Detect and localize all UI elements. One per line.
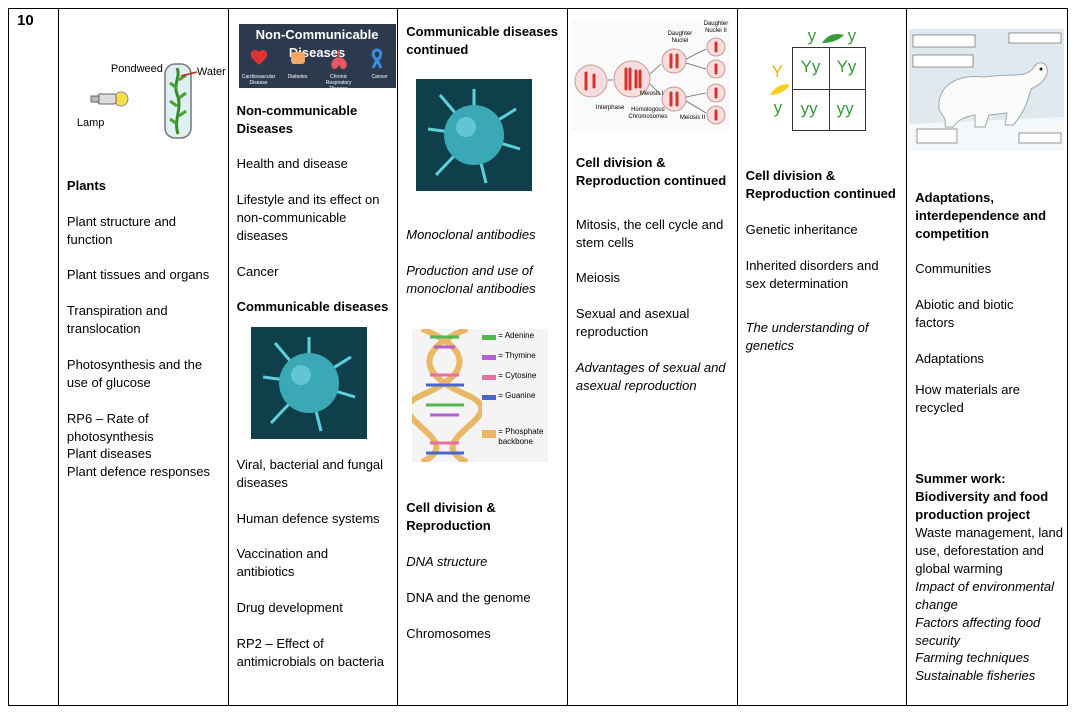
photosynthesis-apparatus-image: Pondweed Water Lamp [73, 54, 226, 144]
genetics-topic: Inherited disorders and sex determinatio… [745, 258, 879, 291]
adaptations-topic: How materials are recycled [915, 382, 1021, 415]
meiosis-label: Daughter Nuclei [667, 31, 693, 44]
cell-division-topic: DNA and the genome [406, 590, 531, 605]
plants-topic: RP6 – Rate of photosynthesis [66, 411, 154, 444]
cell-division-continued-topic: Mitosis, the cell cycle and stem cells [575, 217, 724, 250]
pondweed-label: Pondweed [110, 63, 163, 75]
adenine-swatch [482, 335, 497, 340]
plants-topic: Photosynthesis and the use of glucose [66, 357, 203, 390]
ncd-topic: Cancer [236, 264, 279, 279]
summer-work-topic: Sustainable fisheries [915, 668, 1036, 683]
plants-heading: Plants [66, 178, 106, 193]
polar-bear-image [909, 29, 1065, 151]
thymine-swatch [482, 355, 497, 360]
cell-division-topic: DNA structure [406, 554, 488, 569]
genetics-heading: Cell division & Reproduction continued [745, 168, 896, 201]
cell-division-topic: Chromosomes [406, 626, 491, 641]
ncd-label: Cancer [371, 74, 388, 80]
punnett-allele: y [847, 26, 857, 45]
ncd-label: Diabetes [287, 74, 308, 80]
dna-legend-label: = Guanine [498, 391, 536, 400]
ncd-topic: Health and disease [236, 156, 348, 171]
guanine-swatch [482, 395, 497, 400]
cell-division-continued-column: Interphase Meiosis I Homologous Chromoso… [568, 9, 738, 705]
ncd-banner-image: Non-Communicable Diseases Cardiovascular… [238, 24, 396, 88]
cytosine-swatch [482, 375, 497, 380]
adaptations-topic: Abiotic and biotic factors [915, 297, 1014, 330]
meiosis-label: Meiosis II [679, 115, 706, 121]
year-column: 10 [9, 9, 59, 705]
plants-topic: Plant defence responses [66, 464, 211, 479]
cell-division-heading: Cell division & Reproduction [406, 500, 496, 533]
virus-image [250, 327, 367, 439]
cd-heading: Communicable diseases [236, 299, 389, 314]
punnett-cell: yy [836, 99, 854, 118]
virus-image [416, 79, 533, 191]
punnett-cell: Yy [836, 57, 857, 76]
summer-work-heading: Summer work: Biodiversity and food produ… [915, 471, 1049, 522]
adaptations-topic: Adaptations [915, 351, 984, 366]
summer-work-topic: Farming techniques [915, 650, 1030, 665]
dna-legend-label: = Thymine [498, 351, 536, 360]
cd-topic: Viral, bacterial and fungal diseases [236, 457, 384, 490]
punnett-grid: Yy Yy yy yy [791, 47, 866, 131]
genetics-column: y y Y y Yy Yy yy yy Cell division & Repr… [738, 9, 908, 705]
cd-topic: RP2 – Effect of antimicrobials on bacter… [236, 636, 384, 669]
dna-diagram-image: = Adenine = Thymine = Cytosine = Guanine… [412, 329, 549, 462]
plants-topic: Plant structure and function [66, 214, 177, 247]
adaptations-topic: Communities [915, 261, 992, 276]
year-number: 10 [17, 12, 34, 29]
ncd-topic: Lifestyle and its effect on non-communic… [236, 192, 380, 243]
dna-legend-label: = Adenine [498, 331, 535, 340]
meiosis-label: Homologous Chromosomes [628, 107, 668, 120]
cd-continued-topic: Production and use of monoclonal antibod… [406, 263, 536, 296]
diseases-column: Non-Communicable Diseases Cardiovascular… [229, 9, 399, 705]
summer-work-text: Waste management, land use, deforestatio… [915, 525, 1063, 576]
cell-division-continued-heading: Cell division & Reproduction continued [575, 155, 727, 188]
summer-work-topic: Factors affecting food security [915, 615, 1041, 648]
plants-topic: Plant diseases [66, 446, 152, 461]
cd-continued-heading: Communicable diseases continued [406, 24, 558, 57]
adaptations-column: Adaptations, interdependence and competi… [907, 9, 1067, 705]
summer-work-topic: Impact of environmental change [915, 579, 1054, 612]
plants-topic: Plant tissues and organs [66, 267, 210, 282]
punnett-square-image: y y Y y Yy Yy yy yy [768, 27, 908, 135]
punnett-cell: yy [800, 99, 818, 118]
meiosis-label: Interphase [595, 105, 625, 111]
cell-division-continued-topic: Sexual and asexual reproduction [575, 306, 690, 339]
punnett-allele: y [773, 98, 783, 117]
cd-topic: Drug development [236, 600, 343, 615]
backbone-swatch [482, 430, 497, 438]
lamp-label: Lamp [76, 117, 105, 129]
punnett-allele: Y [771, 62, 783, 81]
meiosis-label: Meiosis I [639, 91, 664, 97]
curriculum-table: 10 Pondweed Water Lamp Plants Plant stru… [8, 8, 1068, 706]
water-label: Water [196, 66, 226, 78]
plants-column: Pondweed Water Lamp Plants Plant structu… [59, 9, 229, 705]
meiosis-label: Daughter Nuclei II [703, 21, 729, 34]
adaptations-heading: Adaptations, interdependence and competi… [915, 190, 1047, 241]
ncd-label: Chronic Respiratory Disease [325, 74, 352, 88]
meiosis-diagram-image: Interphase Meiosis I Homologous Chromoso… [571, 19, 730, 131]
ncd-label: Cardiovascular Disease [241, 74, 276, 86]
cell-division-continued-topic: Meiosis [575, 270, 620, 285]
cd-topic: Human defence systems [236, 511, 380, 526]
dna-legend-label: = Cytosine [498, 371, 537, 380]
punnett-allele: y [807, 26, 817, 45]
cd-continued-column: Communicable diseases continued Monoclon… [398, 9, 568, 705]
ncd-heading: Non-communicable Diseases [236, 103, 358, 136]
punnett-cell: Yy [800, 57, 821, 76]
cell-division-continued-topic: Advantages of sexual and asexual reprodu… [575, 360, 726, 393]
cd-topic: Vaccination and antibiotics [236, 546, 329, 579]
plants-topic: Transpiration and translocation [66, 303, 168, 336]
genetics-topic: Genetic inheritance [745, 222, 858, 237]
cd-continued-topic: Monoclonal antibodies [406, 227, 536, 242]
dna-legend-label: = Phosphate backbone [498, 427, 544, 446]
genetics-topic: The understanding of genetics [745, 320, 869, 353]
